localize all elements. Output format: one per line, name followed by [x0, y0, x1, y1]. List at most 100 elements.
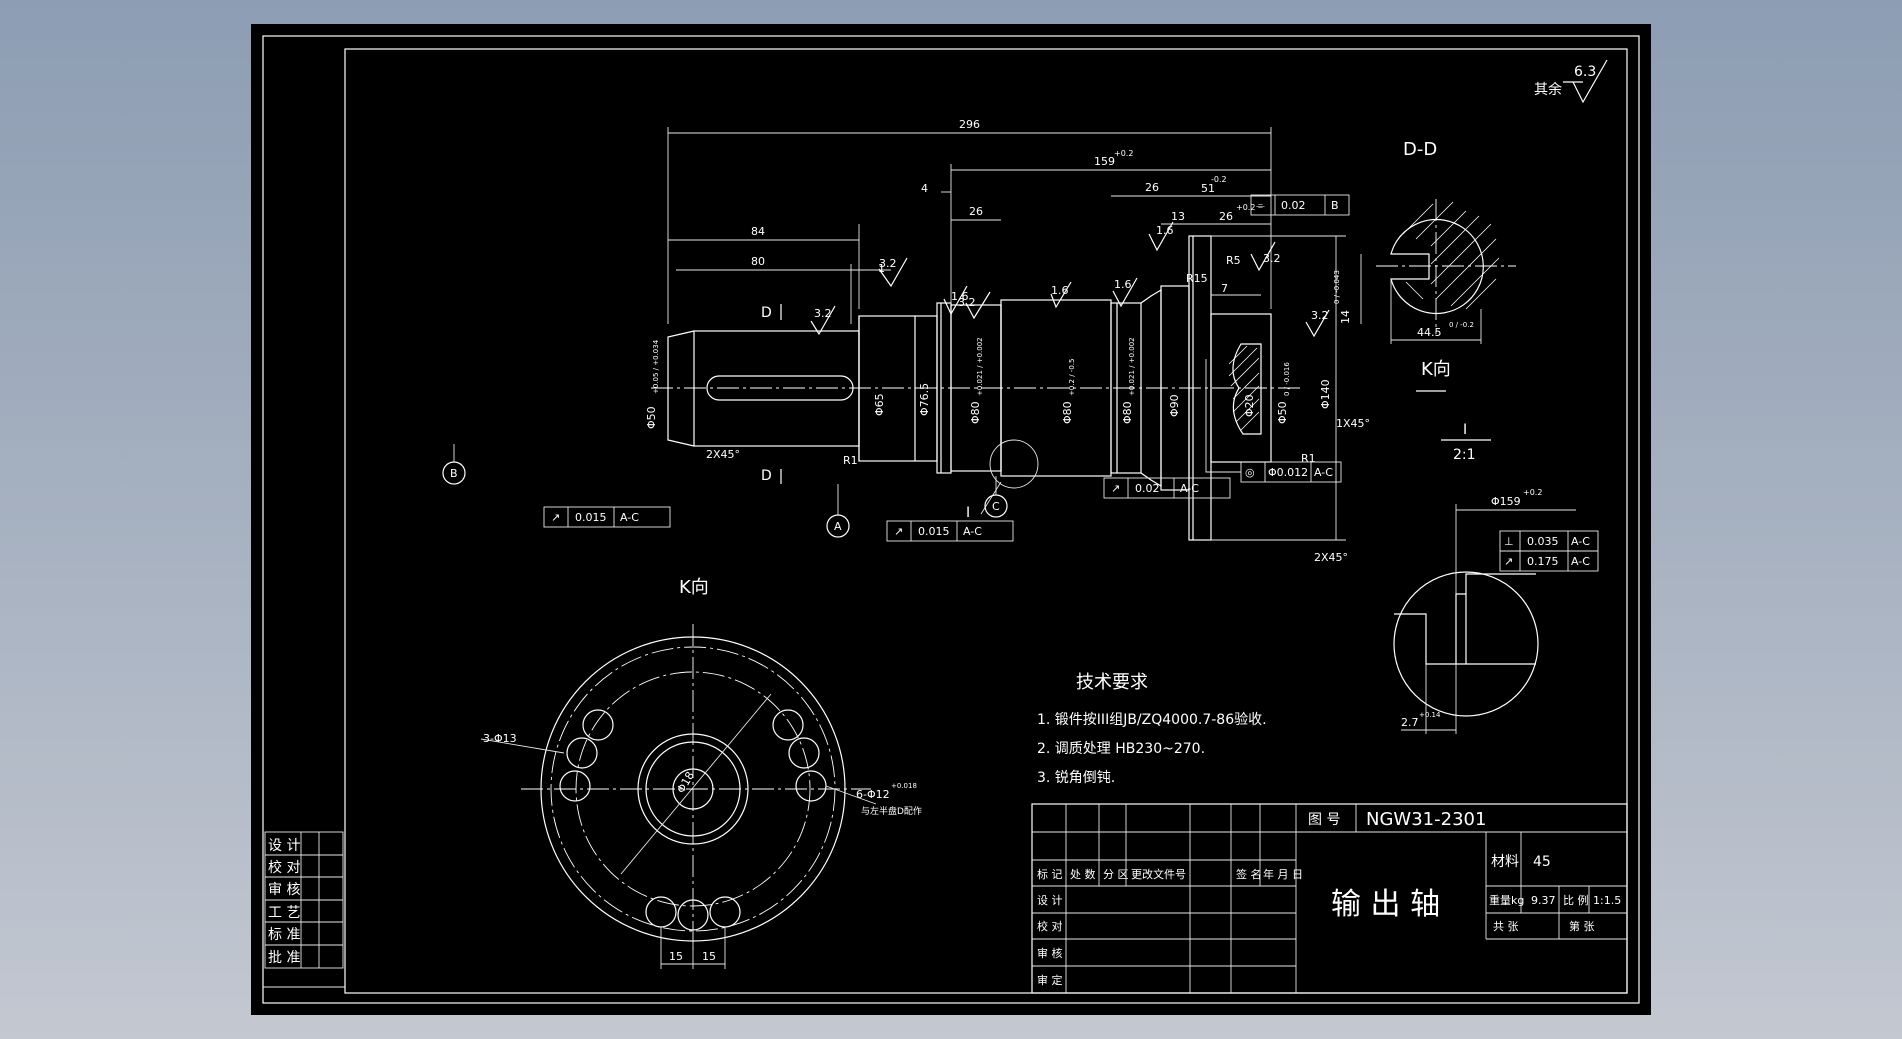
svg-text:3.2: 3.2 [879, 257, 897, 270]
dim-overall-length: 296 [959, 118, 980, 131]
main-shaft-view: I [651, 235, 1301, 541]
svg-text:设 计: 设 计 [1037, 894, 1063, 907]
part-name: 输 出 轴 [1331, 887, 1440, 922]
svg-text:2:1: 2:1 [1453, 447, 1476, 463]
svg-text:A-C: A-C [620, 511, 639, 524]
svg-text:R5: R5 [1226, 254, 1241, 267]
side-label-standard: 标 准 [268, 927, 300, 943]
svg-text:7: 7 [1221, 282, 1228, 295]
svg-text:R1: R1 [1301, 452, 1316, 465]
svg-text:Φ90: Φ90 [1168, 394, 1181, 417]
svg-text:A-C: A-C [1180, 482, 1199, 495]
side-label-approve: 批 准 [268, 950, 300, 966]
svg-text:0.02: 0.02 [1281, 199, 1306, 212]
svg-text:1.6: 1.6 [951, 290, 969, 303]
tech-req-3: 3. 锐角倒钝. [1037, 770, 1115, 786]
svg-text:签 名: 签 名 [1236, 867, 1262, 881]
svg-text:1X45°: 1X45° [1336, 417, 1370, 430]
detail-i-circle [989, 439, 1039, 489]
svg-text:R15: R15 [1186, 272, 1208, 285]
svg-text:Φ76.5: Φ76.5 [918, 383, 931, 416]
svg-text:15: 15 [702, 950, 716, 963]
svg-text:+0.2: +0.2 [1236, 203, 1255, 212]
svg-text:Φ0.012: Φ0.012 [1268, 466, 1308, 479]
svg-text:A-C: A-C [1571, 535, 1590, 548]
svg-text:处 数: 处 数 [1070, 868, 1096, 881]
section-dd-view: D-D 44.5 0 / -0.2 14 0 / -0.043 [1333, 139, 1516, 344]
scale-value: 1:1.5 [1593, 894, 1621, 907]
svg-text:0.175: 0.175 [1527, 555, 1559, 568]
detail-i-view: I 2:1 Φ159 +0.2 2.7 +0.14 [1393, 422, 1576, 734]
svg-text:2X45°: 2X45° [1314, 551, 1348, 564]
svg-text:校 对: 校 对 [1037, 919, 1063, 933]
svg-text:D-D: D-D [1403, 139, 1437, 160]
svg-text:↗: ↗ [1111, 482, 1120, 495]
svg-text:⊥: ⊥ [1504, 535, 1514, 548]
svg-text:A-C: A-C [1571, 555, 1590, 568]
svg-text:2.7: 2.7 [1401, 716, 1419, 729]
svg-text:A-C: A-C [1314, 466, 1333, 479]
svg-text:第 张: 第 张 [1569, 919, 1595, 933]
svg-text:⌯: ⌯ [1256, 199, 1265, 212]
svg-text:6-Φ12: 6-Φ12 [856, 788, 890, 801]
datum-b: B [450, 467, 458, 480]
svg-text:80: 80 [751, 255, 765, 268]
svg-text:分 区: 分 区 [1103, 868, 1129, 881]
svg-text:13: 13 [1171, 210, 1185, 223]
svg-text:Φ50: Φ50 [645, 406, 658, 429]
svg-text:-0.2: -0.2 [1211, 175, 1227, 184]
svg-text:14: 14 [1339, 310, 1352, 324]
svg-text:+0.05 / +0.034: +0.05 / +0.034 [652, 339, 660, 394]
side-label-check: 校 对 [268, 859, 300, 876]
svg-text:Φ80: Φ80 [969, 401, 982, 424]
svg-text:Φ80: Φ80 [1121, 401, 1134, 424]
svg-text:重量kg: 重量kg [1489, 893, 1524, 907]
side-label-review: 审 核 [268, 882, 300, 898]
svg-text:0.02: 0.02 [1135, 482, 1160, 495]
view-k-arrow-label: K向 [1421, 359, 1451, 380]
svg-text:比 例: 比 例 [1563, 893, 1589, 907]
svg-text:Φ18: Φ18 [674, 769, 697, 795]
svg-text:↗: ↗ [894, 525, 903, 538]
svg-text:其余: 其余 [1534, 81, 1562, 98]
svg-text:0 / -0.016: 0 / -0.016 [1283, 362, 1291, 396]
drawing-sheet: 设 计 校 对 审 核 工 艺 标 准 批 准 其余 6.3 [251, 24, 1651, 1015]
svg-text:3.2: 3.2 [1311, 309, 1329, 322]
svg-text:Φ65: Φ65 [873, 393, 886, 416]
drawing-no-label: 图 号 [1308, 812, 1340, 828]
main-view-dimensions: 296 159 +0.2 4 26 26 51 -0.2 13 26 +0.2 … [645, 118, 1370, 564]
svg-text:Φ20: Φ20 [1243, 394, 1256, 417]
datum-c: C [992, 500, 1000, 513]
inner-frame [344, 48, 1628, 994]
svg-text:审 核: 审 核 [1037, 946, 1063, 960]
default-roughness-symbol: 其余 6.3 [1534, 59, 1608, 104]
side-signature-block: 设 计 校 对 审 核 工 艺 标 准 批 准 [264, 831, 344, 969]
svg-text:4: 4 [921, 182, 928, 195]
svg-text:+0.021 / +0.002: +0.021 / +0.002 [1128, 337, 1136, 396]
svg-text:3-Φ13: 3-Φ13 [483, 732, 517, 745]
svg-text:共 张: 共 张 [1493, 920, 1519, 933]
svg-text:年 月 日: 年 月 日 [1263, 867, 1303, 881]
title-block: 标 记 处 数 分 区 更改文件号 签 名 年 月 日 设 计 校 对 审 核 … [1031, 803, 1628, 994]
svg-text:Φ140: Φ140 [1319, 379, 1332, 409]
svg-text:3.2: 3.2 [958, 296, 976, 309]
svg-text:0.015: 0.015 [918, 525, 950, 538]
svg-text:6.3: 6.3 [1574, 64, 1596, 80]
svg-text:+0.2: +0.2 [1523, 488, 1542, 497]
datum-a: A [834, 520, 842, 533]
svg-text:51: 51 [1201, 182, 1215, 195]
detail-i-callout: I [966, 505, 970, 521]
side-label-design: 设 计 [268, 838, 300, 854]
svg-text:◎: ◎ [1245, 466, 1255, 479]
svg-text:26: 26 [1145, 181, 1159, 194]
svg-text:标 记: 标 记 [1037, 867, 1063, 881]
svg-text:+0.14: +0.14 [1419, 711, 1441, 719]
svg-text:0.035: 0.035 [1527, 535, 1559, 548]
svg-text:I: I [1463, 422, 1467, 438]
svg-text:1.6: 1.6 [1051, 284, 1069, 297]
svg-text:Φ50: Φ50 [1276, 401, 1289, 424]
svg-text:D: D [761, 305, 772, 321]
svg-text:2X45°: 2X45° [706, 448, 740, 461]
svg-text:+0.2: +0.2 [1114, 149, 1133, 158]
